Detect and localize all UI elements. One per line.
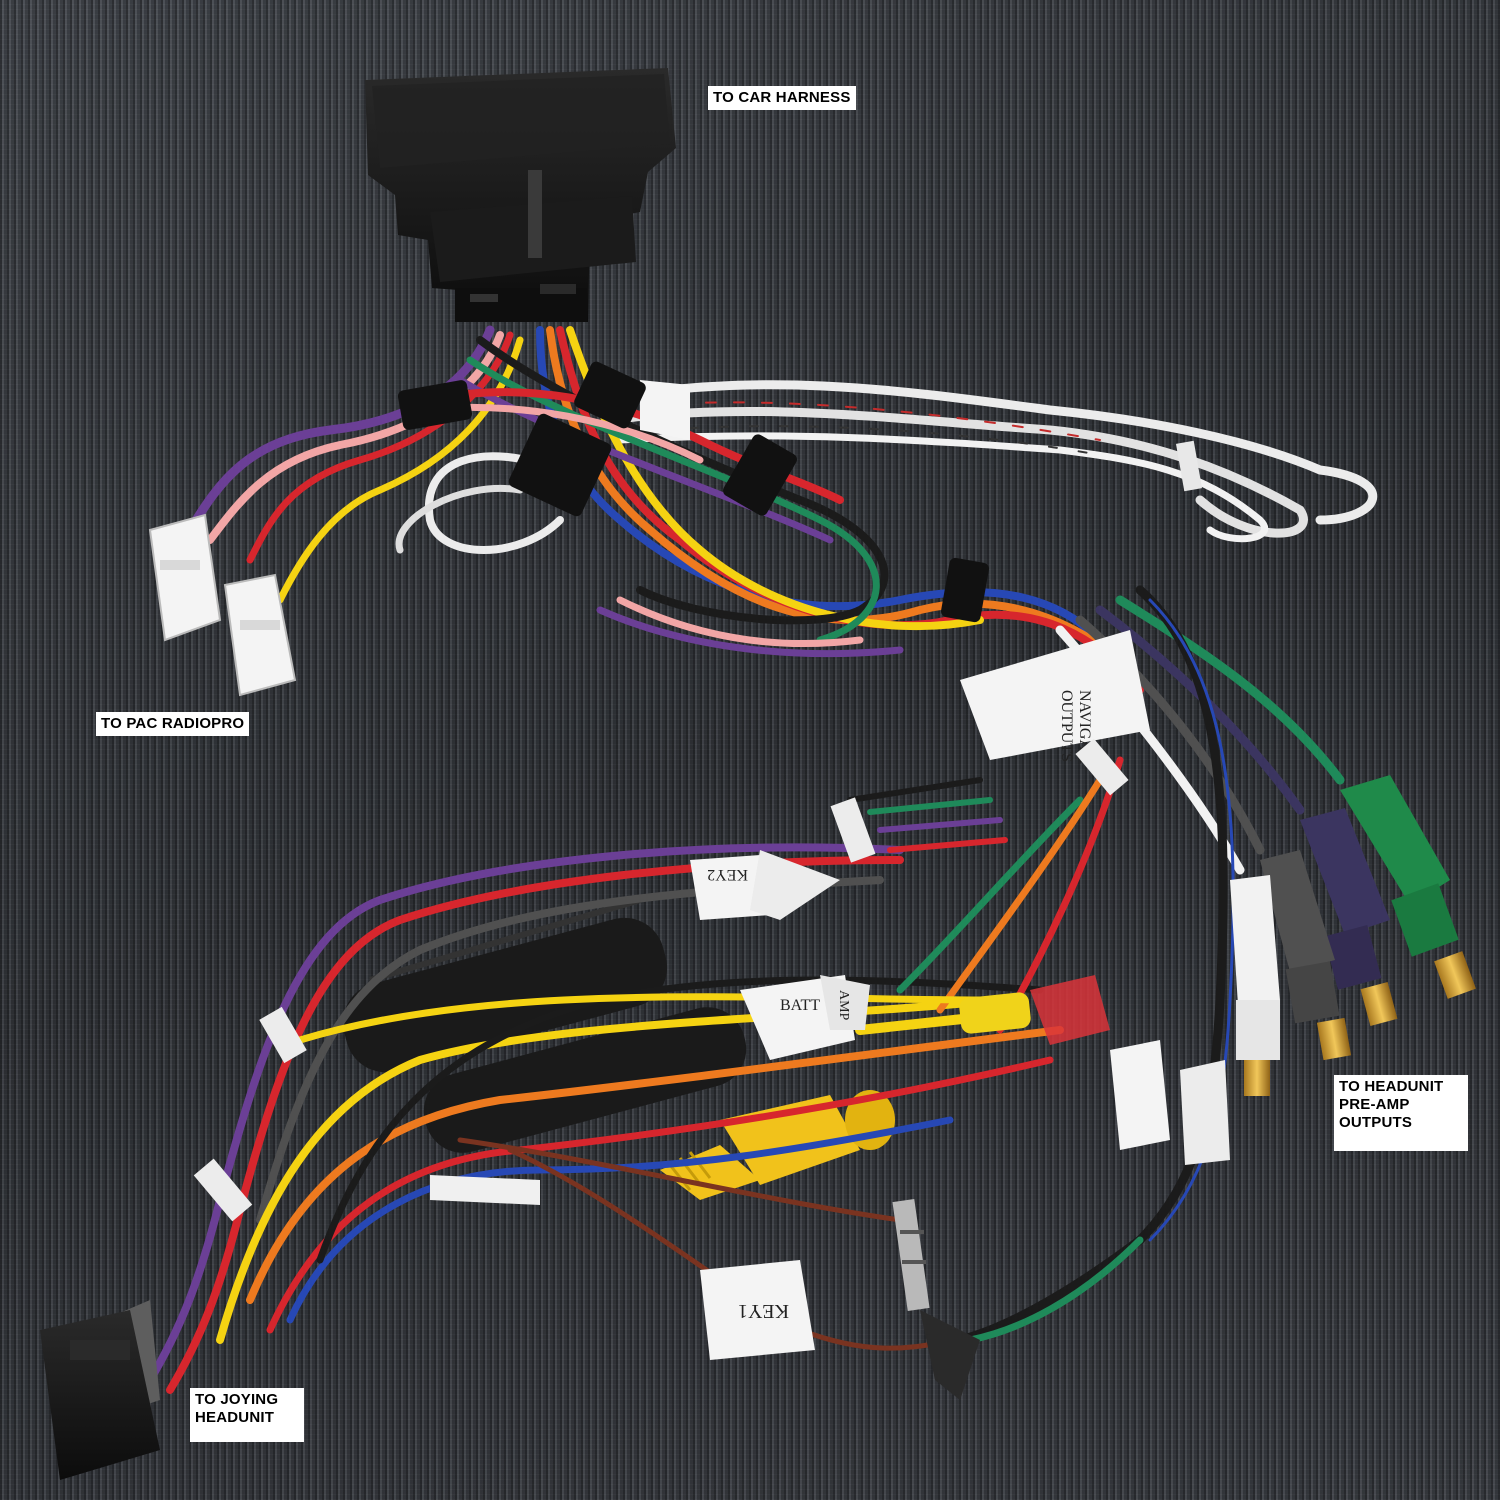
callout-to-headunit-preamp-outputs: TO HEADUNIT PRE-AMP OUTPUTS bbox=[1334, 1075, 1468, 1151]
rca-plug-purple bbox=[1300, 808, 1398, 1026]
rca-plug-green bbox=[1340, 775, 1476, 999]
wire-tags: NAVIGATIOUTPUTS KEY2 BATT AMP KEY1 bbox=[193, 380, 1230, 1360]
inline-filters bbox=[342, 897, 747, 1153]
tag-key1-text: KEY1 bbox=[738, 1300, 789, 1322]
tag-amp-text: AMP bbox=[836, 990, 851, 1021]
car-harness-connector bbox=[365, 68, 676, 322]
white-twisted-wires bbox=[395, 380, 1377, 554]
tag-batt-text: BATT bbox=[780, 997, 820, 1014]
tag-navigation: NAVIGATIOUTPUTS bbox=[960, 630, 1150, 764]
tag-key1: KEY1 bbox=[700, 1260, 815, 1360]
tag-batt: BATT AMP bbox=[740, 975, 870, 1060]
headphone-jack bbox=[892, 1199, 980, 1400]
yellow-ring-terminal bbox=[959, 975, 1110, 1045]
lower-wire-bundle bbox=[146, 756, 1124, 1394]
pac-radiopro-connectors bbox=[148, 513, 297, 697]
callout-to-pac-radiopro: TO PAC RADIOPRO bbox=[96, 712, 250, 736]
heat-shrink-sleeves bbox=[398, 361, 989, 623]
callout-to-car-harness: TO CAR HARNESS bbox=[708, 86, 856, 110]
joying-headunit-connector bbox=[40, 1300, 160, 1480]
rca-plug-gray bbox=[1260, 850, 1352, 1061]
tag-key2-text: KEY2 bbox=[707, 866, 748, 883]
rca-plug-white bbox=[1230, 875, 1280, 1096]
tag-key2: KEY2 bbox=[690, 850, 840, 920]
callout-to-joying-headunit: TO JOYING HEADUNIT bbox=[190, 1388, 304, 1442]
